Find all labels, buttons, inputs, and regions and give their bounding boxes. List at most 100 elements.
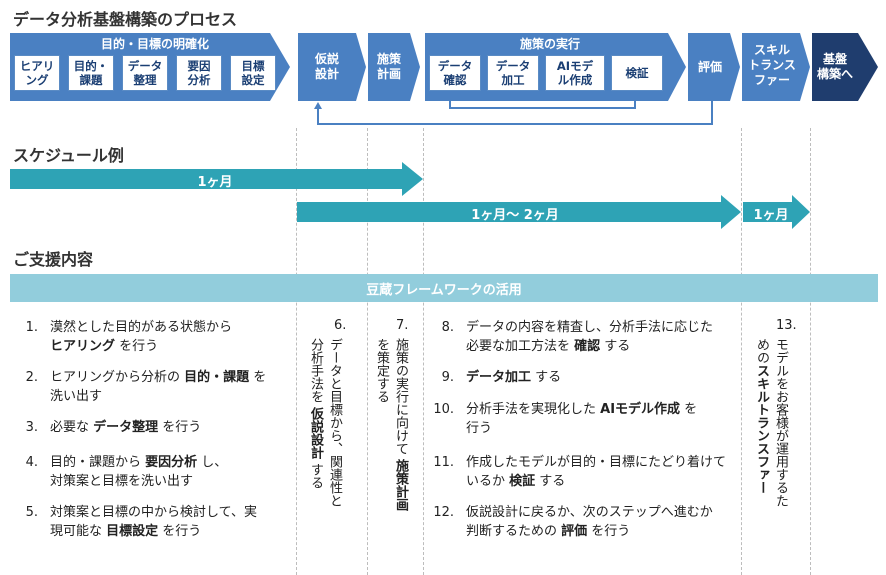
support-item-4: 4. 目的・課題から 要因分析 し、対策案と目標を洗い出す — [12, 453, 292, 493]
item-bold: 目的・課題 — [184, 370, 250, 385]
item-text: 作成したモデルが目的・目標にたどり着けて — [466, 455, 727, 470]
step-ai-model: AIモデ ル作成 — [545, 55, 605, 91]
divider-1 — [296, 128, 297, 575]
item-text: 目的・課題から — [50, 455, 146, 470]
page-title: データ分析基盤構築のプロセス — [13, 10, 238, 29]
item-num: 1. — [25, 320, 38, 335]
schedule-bar-2-label: 1ヶ月～ 2ヶ月 — [471, 208, 559, 223]
item-text: 必要な — [50, 420, 94, 435]
divider-5 — [810, 128, 811, 575]
item-bold: AIモデル作成 — [600, 402, 681, 417]
support-item-6-num: 6. — [334, 318, 347, 333]
support-item-2: 2. ヒアリングから分析の 目的・課題 を洗い出す — [12, 368, 292, 408]
step7-arrow — [368, 33, 420, 101]
item-text: を行う — [158, 420, 202, 435]
step12-arrow — [688, 33, 740, 101]
item-text: を策定する — [374, 338, 389, 403]
item-bold: 施策計画 — [393, 459, 408, 512]
item-text: を行う — [115, 339, 159, 354]
step6-label: 仮説 設計 — [314, 52, 339, 81]
item-text: する — [308, 459, 323, 490]
support-item-7: 施策の実行に向けて 施策計画 を策定する — [372, 338, 410, 568]
item-bold: 要因分析 — [145, 455, 198, 470]
step-verify: 検証 — [611, 55, 663, 91]
support-item-9: 9. データ加工 する — [428, 368, 738, 388]
loop-outer — [317, 101, 713, 125]
item-bold: 仮説設計 — [308, 407, 323, 460]
item-num: 3. — [25, 420, 38, 435]
item-num: 2. — [25, 370, 38, 385]
loop-outer-head — [314, 102, 322, 109]
item-text: 漠然とした目的がある状態から — [50, 320, 233, 335]
item-text: を — [680, 402, 698, 417]
item-text: 対策案と目標を洗い出す — [50, 474, 194, 489]
schedule-bar-1-label: 1ヶ月 — [197, 175, 233, 190]
step13-label: スキル トランス ファー — [748, 43, 796, 87]
item-bold: 検証 — [509, 474, 536, 489]
step-goal-setting: 目標 設定 — [230, 55, 276, 91]
support-item-11: 11. 作成したモデルが目的・目標にたどり着けているか 検証 する — [428, 453, 738, 493]
step6-arrow — [298, 33, 366, 101]
final-label: 基盤 構築へ — [816, 52, 853, 81]
support-item-13-num: 13. — [776, 318, 797, 333]
item-bold: ヒアリング — [50, 339, 116, 354]
support-title: ご支援内容 — [13, 250, 94, 269]
item-bold: 目標設定 — [106, 524, 159, 539]
step-data-check: データ 確認 — [429, 55, 481, 91]
schedule-bar-3 — [743, 195, 810, 229]
item-text: を行う — [158, 524, 202, 539]
item-text: めの — [754, 338, 769, 364]
item-text: を行う — [587, 524, 631, 539]
item-text: する — [531, 370, 562, 385]
item-text: 必要な加工方法を — [466, 339, 575, 354]
item-num: 12. — [433, 505, 454, 520]
item-text: データの内容を精査し、分析手法に応じた — [466, 320, 714, 335]
framework-banner: 豆蔵フレームワークの活用 — [10, 274, 878, 302]
divider-4 — [741, 128, 742, 575]
item-bold: 確認 — [574, 339, 601, 354]
item-text: モデルをお客様が運用するた — [773, 338, 788, 507]
item-text: 施策の実行に向けて — [393, 338, 408, 460]
schedule-bar-1 — [10, 162, 423, 196]
support-item-3: 3. 必要な データ整理 を行う — [12, 418, 292, 438]
step-data-process: データ 加工 — [487, 55, 539, 91]
item-text: する — [600, 339, 631, 354]
item-text: し、 — [197, 455, 228, 470]
item-text: 現可能な — [50, 524, 107, 539]
item-bold: データ整理 — [93, 420, 159, 435]
item-text: 仮説設計に戻るか、次のステップへ進むか — [466, 505, 713, 520]
support-item-5: 5. 対策案と目標の中から検討して、実現可能な 目標設定 を行う — [12, 503, 292, 543]
step13-arrow — [742, 33, 810, 101]
step-factor-analysis: 要因 分析 — [176, 55, 222, 91]
loop-inner-head — [446, 90, 454, 97]
group2-title: 施策の実行 — [519, 37, 580, 51]
step7-label: 施策 計画 — [376, 52, 401, 81]
item-bold: 評価 — [561, 524, 588, 539]
loop-inner — [449, 90, 636, 109]
schedule-bar-2 — [297, 195, 741, 229]
item-num: 8. — [441, 320, 454, 335]
item-num: 9. — [441, 370, 454, 385]
item-text: データと目標から、関連性と — [327, 338, 342, 507]
item-text: を — [249, 370, 267, 385]
final-arrow — [812, 33, 878, 101]
item-text: 行う — [466, 421, 493, 436]
item-bold: スキルトランスファー — [754, 364, 769, 494]
item-text: 分析手法を実現化した — [466, 402, 601, 417]
step-purpose: 目的・ 課題 — [68, 55, 114, 91]
support-item-8: 8. データの内容を精査し、分析手法に応じた必要な加工方法を 確認 する — [428, 318, 738, 358]
item-text: 洗い出す — [50, 389, 103, 404]
divider-3 — [423, 128, 424, 575]
item-text: する — [535, 474, 566, 489]
item-bold: データ加工 — [466, 370, 532, 385]
item-num: 5. — [25, 505, 38, 520]
support-item-6: データと目標から、関連性と分析手法を 仮説設計 する — [306, 338, 344, 568]
item-text: いるか — [466, 474, 510, 489]
item-text: ヒアリングから分析の — [50, 370, 185, 385]
support-item-10: 10. 分析手法を実現化した AIモデル作成 を行う — [428, 400, 738, 440]
schedule-bars — [10, 162, 810, 229]
item-text: 判断するための — [466, 524, 562, 539]
schedule-bar-3-label: 1ヶ月 — [753, 208, 789, 223]
framework-label: 豆蔵フレームワークの活用 — [366, 282, 522, 298]
step-data-organize: データ 整理 — [122, 55, 168, 91]
